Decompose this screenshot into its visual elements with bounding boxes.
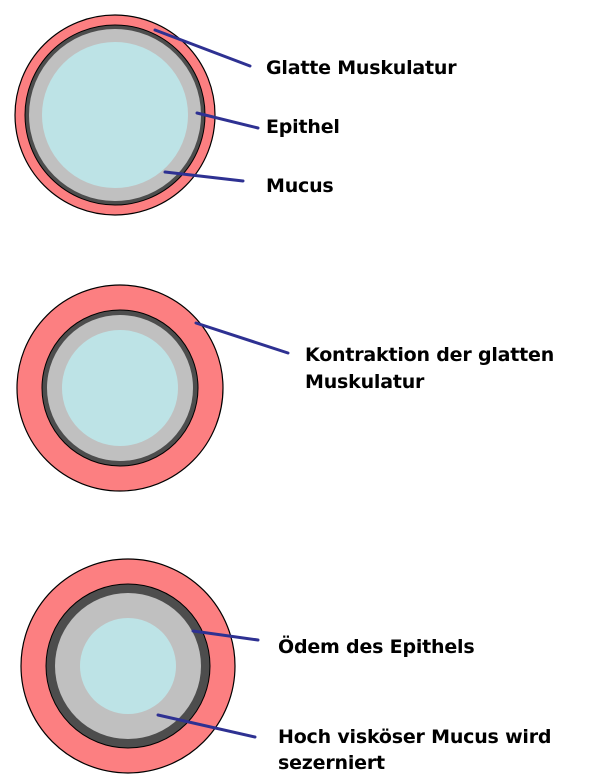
- lumen: [80, 618, 176, 714]
- label-hoch-viskoeser-mucus-line1: Hoch visköser Mucus wird: [278, 724, 551, 750]
- label-glatte-muskulatur: Glatte Muskulatur: [266, 55, 456, 81]
- label-hoch-viskoeser-mucus-line2: sezerniert: [278, 750, 385, 776]
- lumen: [62, 330, 178, 446]
- airway-cross-section-normal: [15, 15, 258, 215]
- label-mucus: Mucus: [266, 173, 334, 199]
- label-kontraktion-line1: Kontraktion der glatten: [305, 342, 554, 368]
- airway-cross-section-edema: [21, 559, 258, 773]
- label-oedem-des-epithels: Ödem des Epithels: [278, 634, 474, 660]
- lumen: [42, 42, 188, 188]
- label-epithel: Epithel: [266, 114, 340, 140]
- airway-cross-section-contraction: [17, 285, 288, 491]
- label-kontraktion-line2: Muskulatur: [305, 369, 424, 395]
